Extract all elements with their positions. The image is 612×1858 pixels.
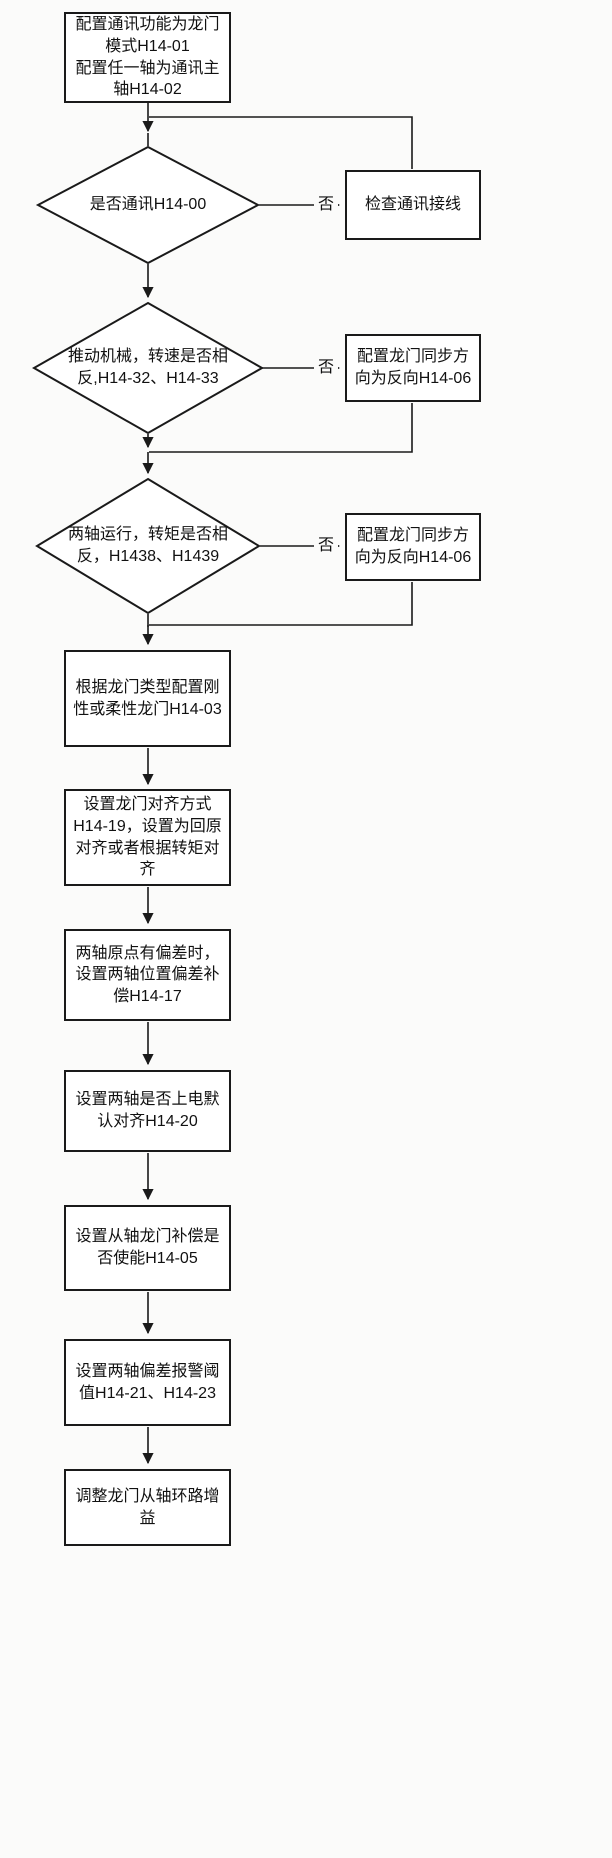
edge-label-no-comm: 否 (314, 195, 338, 215)
decision-torque-label: 两轴运行，转矩是否相反，H1438、H1439 (67, 526, 228, 565)
decision-comm-label: 是否通讯H14-00 (89, 196, 207, 214)
node-check-wiring: 检查通讯接线 (345, 170, 481, 240)
decision-speed-label: 推动机械，转速是否相反,H14-32、H14-33 (67, 348, 228, 387)
node-gantry-type: 根据龙门类型配置刚性或柔性龙门H14-03 (64, 650, 231, 747)
edge-label-no-speed: 否 (314, 358, 338, 378)
decision-torque-shape (35, 477, 261, 615)
decision-speed-shape (31, 301, 265, 435)
node-align-mode: 设置龙门对齐方式H14-19，设置为回原对齐或者根据转矩对齐 (64, 789, 231, 886)
node-start: 配置通讯功能为龙门模式H14-01 配置任一轴为通讯主轴H14-02 (64, 12, 231, 103)
node-slave-compensation: 设置从轴龙门补偿是否使能H14-05 (64, 1205, 231, 1291)
node-loop-gain: 调整龙门从轴环路增益 (64, 1469, 231, 1546)
node-power-on-align: 设置两轴是否上电默认对齐H14-20 (64, 1070, 231, 1152)
decision-comm-shape (35, 145, 261, 265)
node-sync-direction-1: 配置龙门同步方向为反向H14-06 (345, 334, 481, 402)
node-alarm-threshold: 设置两轴偏差报警阈值H14-21、H14-23 (64, 1339, 231, 1426)
edge-label-no-torque: 否 (314, 536, 338, 556)
node-sync-direction-2: 配置龙门同步方向为反向H14-06 (345, 513, 481, 581)
node-offset-compensation: 两轴原点有偏差时，设置两轴位置偏差补偿H14-17 (64, 929, 231, 1021)
